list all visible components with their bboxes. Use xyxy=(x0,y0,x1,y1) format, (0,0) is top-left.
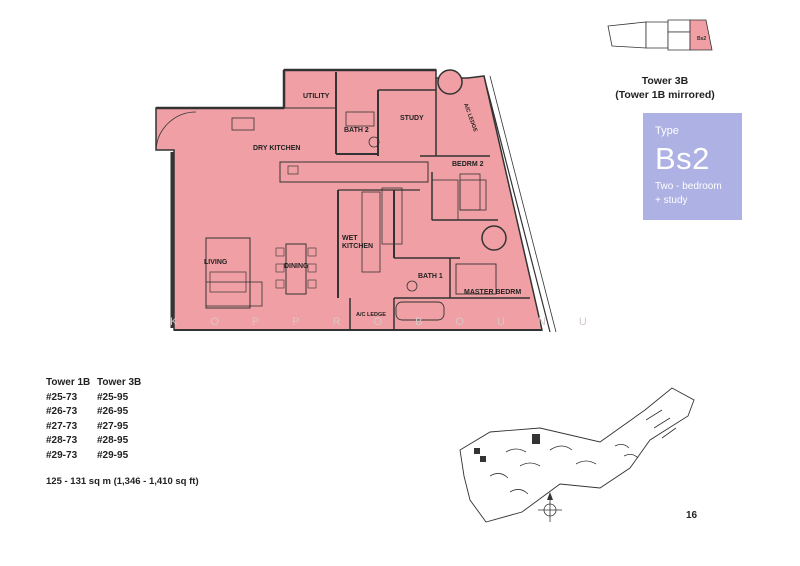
tower-title: Tower 3B (Tower 1B mirrored) xyxy=(600,74,730,102)
room-label-dry-kitchen: DRY KITCHEN xyxy=(253,145,300,152)
unit-cell: #28-73 xyxy=(46,435,78,446)
type-description-line2: + study xyxy=(655,195,688,206)
room-label-bath1: BATH 1 xyxy=(418,273,443,280)
unit-cell: #28-95 xyxy=(97,435,129,446)
tower-key-plan: Bs2 xyxy=(607,19,713,51)
unit-type-box: Type Bs2 Two - bedroom + study xyxy=(643,113,742,220)
unit-cell: #26-95 xyxy=(97,406,129,417)
unit-cell: #26-73 xyxy=(46,406,78,417)
tower-title-line2: (Tower 1B mirrored) xyxy=(615,89,715,101)
room-label-dining: DINING xyxy=(284,263,309,270)
unit-cell: #25-73 xyxy=(46,391,78,403)
room-label-study: STUDY xyxy=(400,115,424,122)
table-row: #29-73 #29-95 xyxy=(46,449,157,464)
room-label-bath2: BATH 2 xyxy=(344,127,369,134)
table-row: #25-73 #25-95 xyxy=(46,391,157,406)
room-label-wet-kitchen-line2: KITCHEN xyxy=(342,243,373,250)
unit-cell: #25-95 xyxy=(97,391,129,403)
unit-cell: #27-73 xyxy=(46,420,78,432)
type-label: Type xyxy=(655,125,679,137)
room-label-wet-kitchen-line1: WET xyxy=(342,235,358,242)
table-header-row: Tower 1B Tower 3B xyxy=(46,376,157,391)
watermark: KOPPROBOUNU xyxy=(170,316,620,328)
unit-cell: #29-73 xyxy=(46,449,78,461)
table-row: #27-73 #27-95 xyxy=(46,420,157,435)
room-label-bedroom2: BEDRM 2 xyxy=(452,161,484,168)
keyplan-unit-label: Bs2 xyxy=(697,36,706,42)
page-number: 16 xyxy=(686,510,698,521)
tower-title-line1: Tower 3B xyxy=(641,75,689,87)
room-label-master-bedroom: MASTER BEDRM xyxy=(464,289,521,296)
room-label-utility: UTILITY xyxy=(303,93,330,100)
floor-plan: UTILITY BATH 2 STUDY DRY KITCHEN BEDRM 2… xyxy=(155,68,557,333)
type-code: Bs2 xyxy=(655,141,710,176)
unit-number-table: Tower 1B Tower 3B #25-73 #25-95 #26-73 #… xyxy=(46,376,157,463)
table-row: #28-73 #28-95 xyxy=(46,434,157,449)
column-header-tower3b: Tower 3B xyxy=(97,377,142,388)
type-description-line1: Two - bedroom xyxy=(655,181,722,192)
site-plan xyxy=(459,387,695,523)
table-row: #26-73 #26-95 xyxy=(46,405,157,420)
unit-cell: #29-95 xyxy=(97,449,129,461)
unit-area: 125 - 131 sq m (1,346 - 1,410 sq ft) xyxy=(46,476,199,487)
room-label-living: LIVING xyxy=(204,259,228,266)
column-header-tower1b: Tower 1B xyxy=(46,377,91,388)
room-label-ac-ledge-bottom: A/C LEDGE xyxy=(356,312,386,318)
unit-cell: #27-95 xyxy=(97,420,129,432)
